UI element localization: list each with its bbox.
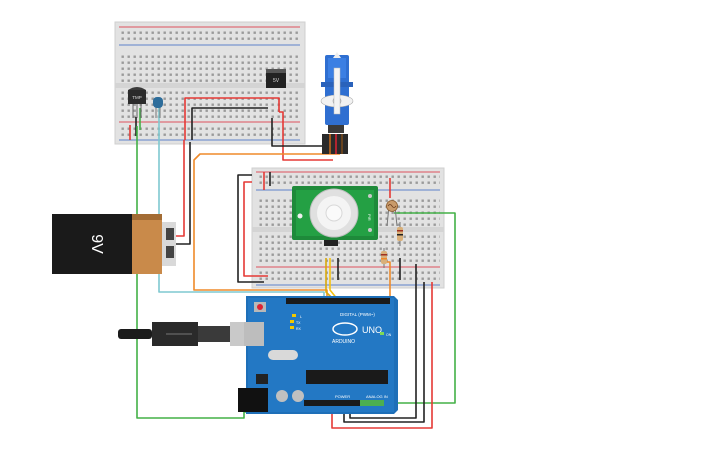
pir-sensor[interactable]: PIR [292, 186, 378, 246]
wire-orange-servo [193, 153, 340, 300]
usb-cable [118, 322, 260, 346]
wire-red-top-2 [279, 111, 333, 161]
wire-red-rail-left [243, 181, 268, 277]
wire-red-top [184, 97, 280, 140]
photoresistor[interactable] [386, 200, 398, 227]
arduino-brand: ARDUINO [332, 339, 355, 345]
wire-green-ldr [388, 212, 456, 404]
arduino-model: UNO [362, 325, 382, 335]
temperature-sensor[interactable]: TMP [128, 87, 146, 118]
resistor-1[interactable] [397, 222, 403, 246]
power-header-label: POWER [335, 394, 350, 399]
voltage-regulator[interactable]: 5V [266, 69, 286, 88]
wire-black-rail-left [237, 174, 264, 283]
wire-red-power [331, 282, 433, 429]
arduino-uno[interactable]: UNO ARDUINO DIGITAL (PWM~) POWER ANALOG … [238, 296, 398, 414]
on-label: ON [386, 333, 392, 337]
regulator-label: 5V [273, 78, 280, 84]
usb-port[interactable] [244, 322, 264, 346]
power-jack[interactable] [238, 388, 268, 412]
battery-label: 9V [88, 234, 105, 254]
l-label: L [300, 315, 302, 319]
temp-sensor-label: TMP [132, 95, 142, 100]
rx-label: RX [296, 327, 302, 331]
resistor-2[interactable] [381, 248, 387, 268]
atmega-chip [306, 370, 388, 384]
blue-led[interactable] [153, 97, 163, 118]
analog-header-label: ANALOG IN [366, 394, 388, 399]
wire-black-battery [176, 142, 191, 245]
servo-motor[interactable] [320, 52, 354, 154]
wire-black-top [191, 107, 268, 140]
digital-header-label: DIGITAL (PWM~) [340, 312, 375, 317]
tx-label: TX [296, 321, 301, 325]
pir-label: PIR [367, 214, 372, 221]
battery-9v[interactable]: 9V [52, 214, 176, 274]
wire-red-battery [176, 140, 185, 237]
